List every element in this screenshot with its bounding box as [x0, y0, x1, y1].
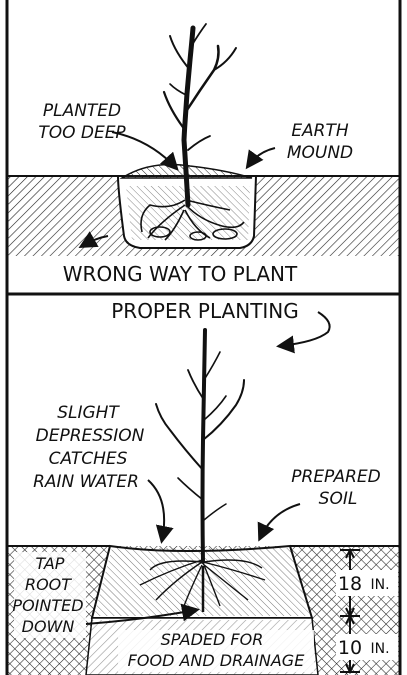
label-slight: SLIGHT [57, 403, 120, 423]
label-root: ROOT [25, 575, 72, 594]
depth-18-value: 18 [338, 573, 362, 595]
label-tap: TAP [36, 554, 65, 573]
depth-10-value: 10 [338, 637, 362, 659]
arrow-prepared-soil [260, 504, 300, 538]
label-depression: DEPRESSION [36, 426, 145, 446]
label-pointed: POINTED [12, 596, 83, 615]
depth-10-unit: IN. [370, 641, 389, 657]
label-soil: SOIL [319, 489, 358, 509]
depth-18-unit: IN. [370, 577, 389, 593]
label-spaded-for: SPADED FOR [161, 630, 264, 649]
arrow-earth-mound [248, 148, 275, 166]
label-earth: EARTH [291, 121, 349, 141]
arrow-depression [148, 480, 164, 540]
label-down: DOWN [22, 617, 75, 636]
label-planted: PLANTED [43, 101, 121, 121]
title-proper-planting: PROPER PLANTING [111, 299, 299, 323]
bottom-panel: PROPER PLANTING [8, 299, 399, 675]
label-food-drainage: FOOD AND DRAINAGE [128, 651, 306, 670]
caption-wrong-way: WRONG WAY TO PLANT [63, 262, 298, 286]
label-mound: MOUND [287, 143, 353, 163]
label-prepared: PREPARED [291, 467, 380, 487]
label-rain-water: RAIN WATER [33, 472, 139, 492]
tree-proper [156, 330, 244, 562]
top-panel: PLANTED TOO DEEP EARTH MOUND WRONG WAY T… [8, 24, 399, 286]
label-catches: CATCHES [49, 449, 128, 469]
